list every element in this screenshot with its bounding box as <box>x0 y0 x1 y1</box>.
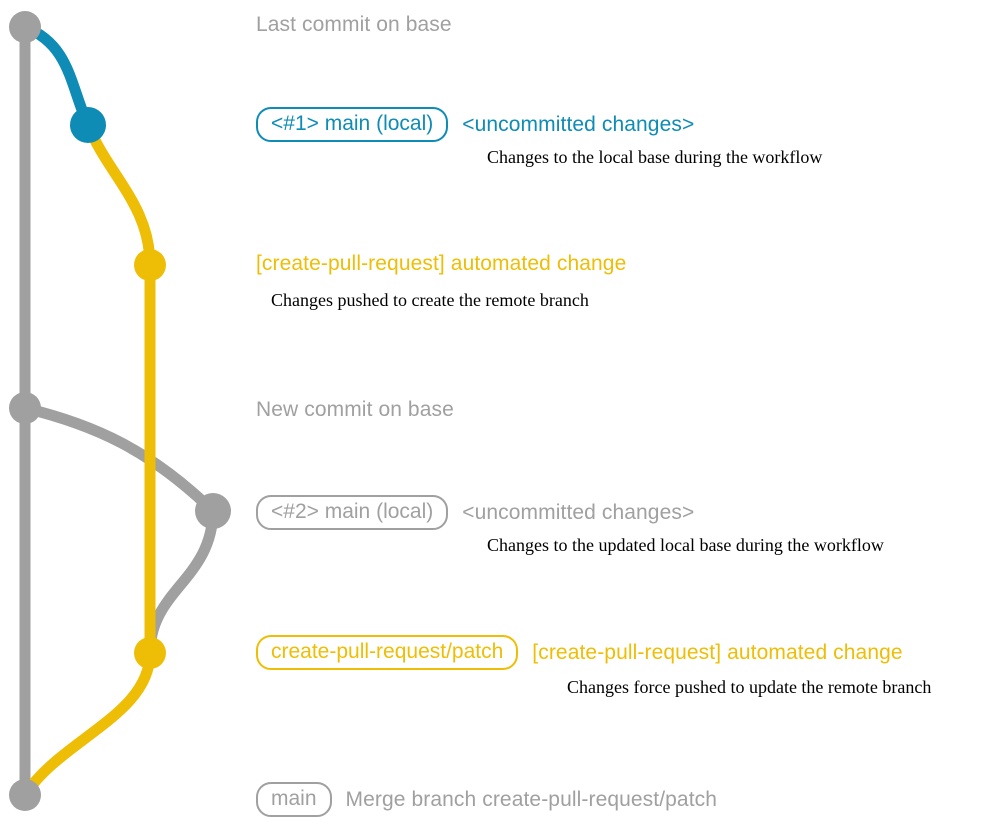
commit-row-merge: main Merge branch create-pull-request/pa… <box>256 782 717 817</box>
commit-message-automated-1: [create-pull-request] automated change <box>256 252 627 275</box>
commit-row-automated-1: [create-pull-request] automated change <box>256 253 626 274</box>
spacer <box>518 652 532 653</box>
spacer <box>332 799 346 800</box>
edge-local1-to-automated1 <box>82 122 156 266</box>
commit-nodes <box>9 11 231 811</box>
commit-note-local-2: Changes to the updated local base during… <box>487 535 884 555</box>
node-base-top <box>9 11 41 43</box>
commit-message-merge: Merge branch create-pull-request/patch <box>345 788 718 811</box>
node-local-1 <box>70 107 106 143</box>
commit-message-local-1: <uncommitted changes> <box>462 113 695 136</box>
ref-pill-main-local-1[interactable]: <#1> main (local) <box>256 107 449 142</box>
commit-note-local-1: Changes to the local base during the wor… <box>487 147 823 167</box>
node-local-2 <box>195 493 231 529</box>
commit-row-local-2: <#2> main (local) <uncommitted changes> <box>256 495 694 530</box>
commit-message-last-commit: Last commit on base <box>256 13 452 36</box>
ref-pill-main-local-2[interactable]: <#2> main (local) <box>256 495 449 530</box>
commit-note-automated-1: Changes pushed to create the remote bran… <box>271 290 589 310</box>
commit-row-new-commit: New commit on base <box>256 399 454 420</box>
ref-pill-main[interactable]: main <box>256 782 332 817</box>
ref-pill-create-pull-request-patch[interactable]: create-pull-request/patch <box>256 635 519 670</box>
commit-message-automated-2: [create-pull-request] automated change <box>532 641 903 664</box>
commit-row-automated-2: create-pull-request/patch [create-pull-r… <box>256 635 903 670</box>
commit-message-local-2: <uncommitted changes> <box>462 501 695 524</box>
node-automated-2 <box>134 637 166 669</box>
commit-row-local-1: <#1> main (local) <uncommitted changes> <box>256 107 694 142</box>
node-base-new <box>9 392 41 424</box>
edge-base-to-local2 <box>23 402 217 515</box>
spacer <box>448 124 462 125</box>
commit-note-automated-2: Changes force pushed to update the remot… <box>567 677 932 697</box>
node-automated-1 <box>134 249 166 281</box>
node-base-merge <box>9 779 41 811</box>
edge-patch-to-merge <box>20 652 156 799</box>
commit-message-new-commit: New commit on base <box>256 398 454 421</box>
spacer <box>448 512 462 513</box>
commit-row-last-commit: Last commit on base <box>256 14 452 35</box>
